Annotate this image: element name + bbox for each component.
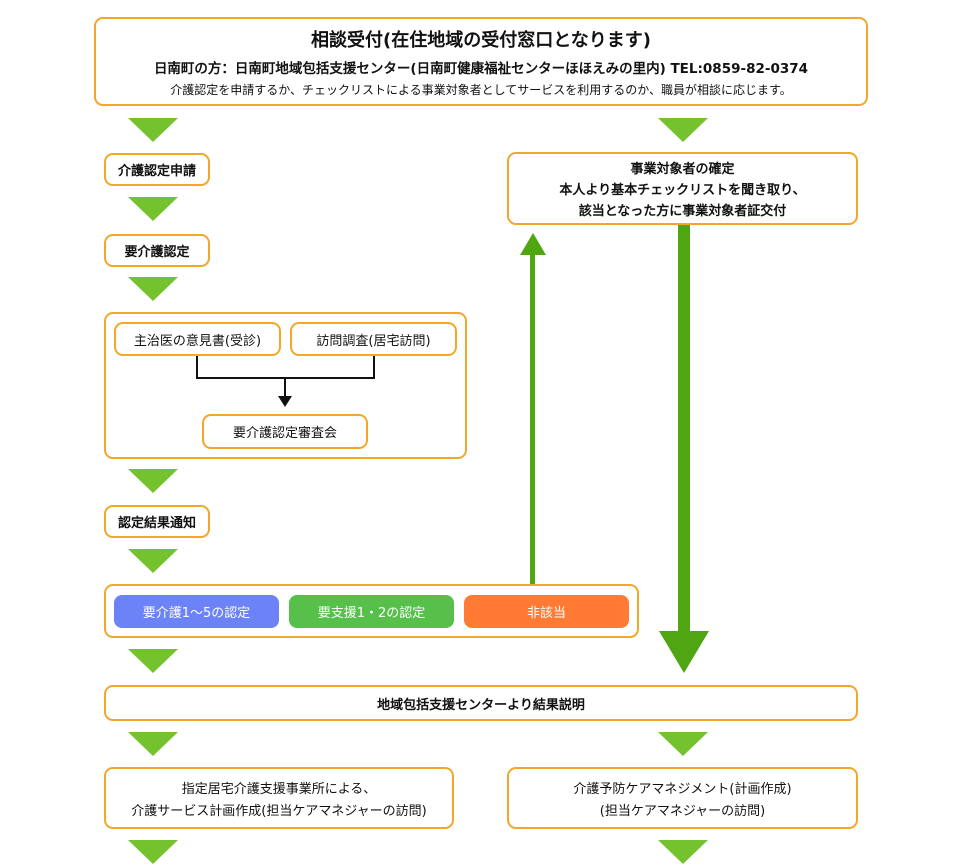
connector-line <box>196 356 198 379</box>
doctor-opinion-label: 主治医の意見書(受診) <box>133 333 262 349</box>
arrowhead-down-icon <box>659 631 709 673</box>
certification-committee-label: 要介護認定審査会 <box>232 426 337 441</box>
reception-title: 相談受付(在住地域の受付窓口となります) <box>311 29 651 51</box>
arrow-down-icon <box>658 840 708 864</box>
certification-committee-box: 要介護認定審査会 <box>202 414 368 449</box>
certification-result-box: 認定結果通知 <box>104 505 210 538</box>
arrow-down-icon <box>658 118 708 142</box>
arrow-down-icon <box>128 197 178 221</box>
care-needs-certification-box: 要介護認定 <box>104 234 210 267</box>
connector-line <box>284 377 286 397</box>
certification-result-label: 認定結果通知 <box>117 516 196 531</box>
downward-arrow-line <box>678 225 690 633</box>
arrow-down-icon <box>128 732 178 756</box>
target-confirmation-line2: 本人より基本チェックリストを聞き取り、 <box>559 183 806 198</box>
arrow-down-icon <box>128 118 178 142</box>
target-confirmation-box: 事業対象者の確定 本人より基本チェックリストを聞き取り、 該当となった方に事業対… <box>507 152 858 225</box>
arrow-down-icon <box>128 277 178 301</box>
arrow-down-icon <box>658 732 708 756</box>
care-plan-line2: 介護サービス計画作成(担当ケアマネジャーの訪問) <box>131 803 427 819</box>
care-application-label: 介護認定申請 <box>117 164 196 179</box>
arrow-down-icon <box>128 549 178 573</box>
preventive-care-management-box: 介護予防ケアマネジメント(計画作成) (担当ケアマネジャーの訪問) <box>507 767 858 829</box>
care-needs-certification-label: 要介護認定 <box>124 245 190 260</box>
care-plan-box: 指定居宅介護支援事業所による、 介護サービス計画作成(担当ケアマネジャーの訪問) <box>104 767 454 829</box>
arrow-down-icon <box>128 840 178 864</box>
reception-box: 相談受付(在住地域の受付窓口となります) 日南町の方：日南町地域包括支援センター… <box>94 17 868 106</box>
upward-arrow-line <box>530 252 535 584</box>
support-levels-badge: 要支援1・2の認定 <box>289 595 454 628</box>
arrow-down-icon <box>128 649 178 673</box>
arrowhead-icon <box>278 396 292 407</box>
care-application-box: 介護認定申請 <box>104 153 210 186</box>
home-visit-survey-box: 訪問調査(居宅訪問) <box>290 322 457 356</box>
care-plan-line1: 指定居宅介護支援事業所による、 <box>181 781 377 797</box>
doctor-opinion-box: 主治医の意見書(受診) <box>114 322 281 356</box>
connector-line <box>373 356 375 379</box>
reception-description: 介護認定を申請するか、チェックリストによる事業対象者としてサービスを利用するのか… <box>170 82 792 97</box>
preventive-care-line1: 介護予防ケアマネジメント(計画作成) <box>573 781 792 797</box>
reception-contact: 日南町の方：日南町地域包括支援センター(日南町健康福祉センターほほえみの里内) … <box>153 60 809 77</box>
not-applicable-badge: 非該当 <box>464 595 629 628</box>
arrowhead-up-icon <box>520 233 546 255</box>
result-explanation-box: 地域包括支援センターより結果説明 <box>104 685 858 721</box>
arrow-down-icon <box>128 469 178 493</box>
result-explanation-label: 地域包括支援センターより結果説明 <box>377 697 585 713</box>
preventive-care-line2: (担当ケアマネジャーの訪問) <box>599 803 766 819</box>
care-levels-badge: 要介護1〜5の認定 <box>114 595 279 628</box>
target-confirmation-title: 事業対象者の確定 <box>630 162 735 177</box>
home-visit-survey-label: 訪問調査(居宅訪問) <box>316 333 431 349</box>
target-confirmation-line3: 該当となった方に事業対象者証交付 <box>578 204 787 219</box>
